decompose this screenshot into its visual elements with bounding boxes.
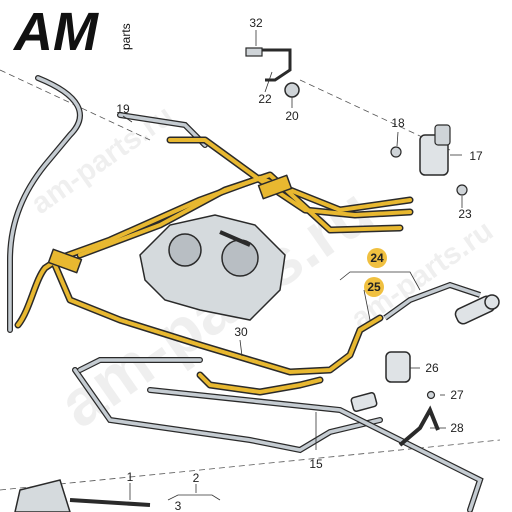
connector-15-part xyxy=(350,392,378,412)
callout-leaders xyxy=(122,30,463,501)
logo-main-text: AM xyxy=(12,2,99,62)
badge-25-highlight xyxy=(364,277,384,297)
callout-24: 24 xyxy=(370,251,384,265)
bracket-28-part xyxy=(398,405,440,447)
highlighted-hose-assembly xyxy=(14,136,414,396)
grommet-part xyxy=(284,82,300,98)
callout-20: 20 xyxy=(285,109,299,123)
callout-30: 30 xyxy=(234,325,248,339)
callout-17: 17 xyxy=(469,149,483,163)
callout-27: 27 xyxy=(450,388,464,402)
callout-23: 23 xyxy=(458,207,472,221)
nut-23-part xyxy=(456,184,468,196)
bolt-part xyxy=(245,47,263,57)
callout-1: 1 xyxy=(127,470,134,484)
bottom-left-component xyxy=(14,479,151,512)
engine-cover-part xyxy=(139,214,286,321)
screw-27-part xyxy=(426,390,436,400)
clip-18-part xyxy=(390,146,402,158)
solenoid-valve-middle xyxy=(385,351,440,447)
badge-24-highlight xyxy=(367,248,387,268)
bracket-assembly-top xyxy=(245,47,300,98)
solenoid-valve-top xyxy=(390,124,468,196)
lower-hose-loop xyxy=(72,357,484,512)
callout-15: 15 xyxy=(309,457,323,471)
logo-sub-text: parts xyxy=(119,23,133,50)
callout-3: 3 xyxy=(175,499,182,512)
inline-valve-part xyxy=(454,294,500,325)
callout-28: 28 xyxy=(450,421,464,435)
callout-26: 26 xyxy=(425,361,439,375)
am-parts-logo: AM parts xyxy=(12,2,133,62)
callout-labels: 32 22 20 19 18 17 23 24 25 30 26 27 28 1… xyxy=(116,16,483,512)
callout-19: 19 xyxy=(116,102,130,116)
callout-18: 18 xyxy=(391,116,405,130)
callout-32: 32 xyxy=(249,16,263,30)
callout-22: 22 xyxy=(258,92,272,106)
callout-25: 25 xyxy=(367,280,381,294)
callout-2: 2 xyxy=(193,471,200,485)
right-hose xyxy=(383,281,500,325)
